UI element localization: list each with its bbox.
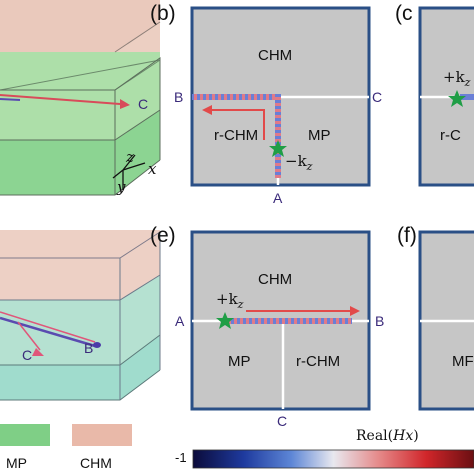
panel-c bbox=[418, 6, 474, 187]
panel-b-port-right: C bbox=[372, 89, 382, 105]
panel-c-region-partial: r-C bbox=[440, 127, 461, 144]
panel-e-label: (e) bbox=[150, 224, 176, 247]
panel-b-label: (b) bbox=[150, 2, 176, 25]
panel-b-source-star bbox=[269, 140, 287, 157]
panel-c-label: (c bbox=[395, 2, 413, 25]
panel-f bbox=[418, 230, 474, 411]
legend-label-chm: CHM bbox=[80, 455, 112, 471]
structure-top-port-c: C bbox=[138, 96, 148, 112]
legend-label-mp: MP bbox=[6, 455, 27, 471]
panel-e-source-star bbox=[216, 312, 234, 329]
panel-b bbox=[190, 6, 371, 187]
panel-b-region-right: MP bbox=[308, 127, 331, 144]
panel-b-region-left: r-CHM bbox=[214, 127, 258, 144]
axis-y-label: y bbox=[116, 178, 126, 196]
colorbar-min-label: -1 bbox=[175, 450, 187, 465]
panel-c-source-label: +kz bbox=[443, 68, 471, 89]
panel-b-port-left: B bbox=[174, 89, 183, 105]
axis-z-label: z bbox=[125, 148, 134, 166]
panel-b-port-bottom: A bbox=[273, 190, 283, 206]
panel-b-source-label: −kz bbox=[285, 152, 313, 173]
panel-e-region-top: CHM bbox=[258, 271, 292, 288]
panel-e-port-bottom: C bbox=[277, 413, 287, 429]
structure-3d-bottom bbox=[0, 230, 161, 401]
colorbar bbox=[192, 449, 474, 469]
panel-e-port-right: B bbox=[375, 313, 384, 329]
panel-e bbox=[190, 230, 371, 411]
legend-swatch-chm bbox=[72, 424, 132, 446]
panel-f-label: (f) bbox=[397, 224, 417, 247]
structure-3d-top bbox=[0, 0, 161, 196]
panel-e-port-left: A bbox=[175, 313, 185, 329]
panel-f-region-partial: MF bbox=[452, 353, 474, 370]
panel-e-region-right: r-CHM bbox=[296, 353, 340, 370]
axis-x-label: x bbox=[148, 160, 157, 178]
axes-glyph bbox=[112, 154, 146, 190]
colorbar-title: Real(Hx) bbox=[356, 428, 419, 444]
panel-c-source-star bbox=[448, 90, 466, 107]
legend-swatch-mp bbox=[0, 424, 50, 446]
panel-b-region-top: CHM bbox=[258, 47, 292, 64]
panel-e-source-label: +kz bbox=[216, 290, 244, 311]
structure-bottom-port-b: B bbox=[84, 340, 93, 356]
panel-e-region-left: MP bbox=[228, 353, 251, 370]
structure-bottom-port-c: C bbox=[22, 347, 32, 363]
